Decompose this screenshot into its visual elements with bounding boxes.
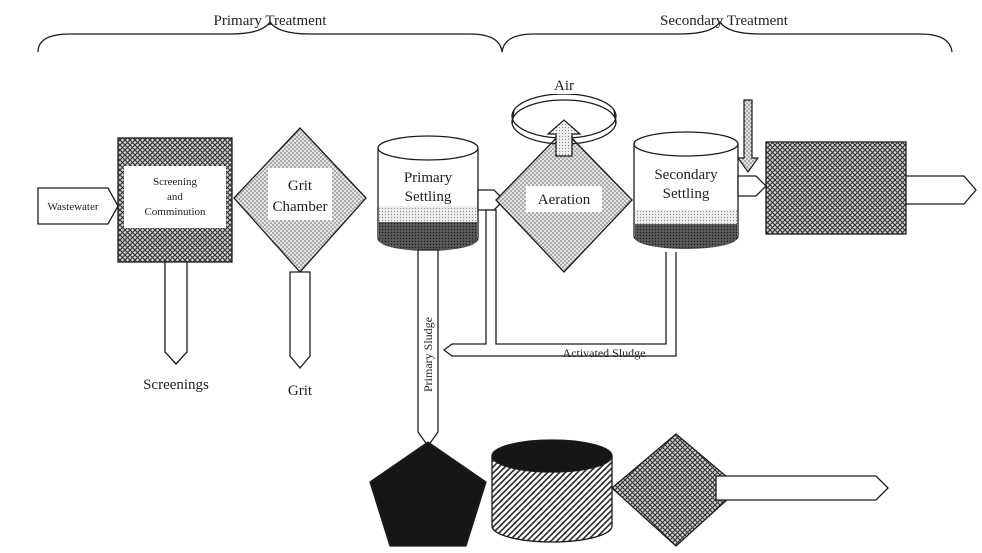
activated-sludge-return-pipe: [442, 209, 677, 357]
tertiary-treatment-unit: [765, 141, 907, 235]
aeration-label-box: [526, 186, 602, 212]
grit-label: Grit: [288, 383, 313, 399]
grit-chamber-label-line-1: Grit: [288, 178, 313, 194]
screenings-label: Screenings: [143, 377, 209, 393]
grit-chamber-label-box: [268, 168, 332, 220]
primary-sludge-label: Primary Sludge: [421, 317, 435, 392]
screening-label-line-3: Comminution: [144, 206, 206, 218]
primary-settling-tank: [377, 135, 479, 251]
primary-settling-label-line-2: Settling: [405, 189, 452, 205]
primary-settling-label-line-1: Primary: [404, 170, 453, 186]
secondary-settling-label-line-2: Settling: [663, 186, 710, 202]
wastewater-label: Wastewater: [47, 201, 98, 213]
sludge-digester-cylinder: [491, 439, 613, 543]
sludge-disposal-arrow: [715, 475, 889, 501]
screenings-outlet-arrow: [164, 261, 188, 365]
air-label-box: [548, 74, 580, 94]
secondary-settling-tank: [633, 131, 739, 249]
aeration-label: Aeration: [538, 192, 591, 208]
activated-sludge-label: Activated Sludge: [563, 346, 646, 360]
sludge-thickener-pentagon: [369, 441, 487, 547]
secondary-treatment-brace: [501, 20, 953, 53]
primary-treatment-brace: [37, 20, 503, 53]
screening-label-line-1: Screening: [153, 176, 197, 188]
grit-outlet-arrow: [289, 271, 311, 370]
wastewater-inlet-arrow: [37, 187, 119, 225]
chemical-dose-arrow: [736, 99, 760, 174]
screening-label-box: [124, 166, 226, 228]
air-label: Air: [554, 78, 574, 94]
sludge-dewatering-diamond: [611, 433, 741, 547]
primary-sludge-pipe: [417, 249, 439, 448]
secondary-settling-label-line-1: Secondary: [654, 167, 718, 183]
screening-label-line-2: and: [167, 191, 183, 203]
effluent-outlet-arrow: [905, 175, 977, 205]
air-inlet-arrow: [546, 119, 582, 157]
secondary-treatment-header: Secondary Treatment: [660, 13, 789, 29]
primary-treatment-header: Primary Treatment: [214, 13, 328, 29]
primary-to-aeration-arrow: [477, 189, 505, 211]
grit-chamber-label-line-2: Chamber: [273, 199, 328, 215]
secondary-to-tertiary-arrow: [737, 175, 767, 197]
